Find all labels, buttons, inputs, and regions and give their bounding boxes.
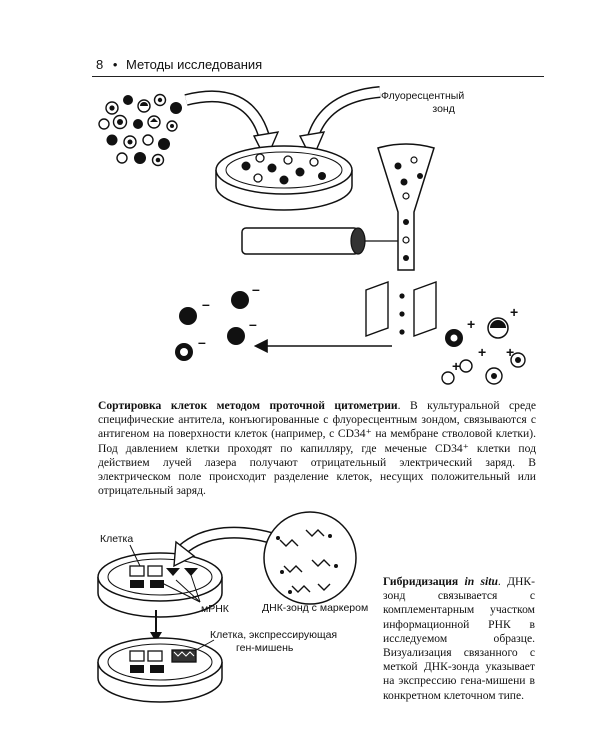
negative-cells — [175, 291, 249, 361]
flow-capillary — [377, 143, 435, 271]
laser — [241, 227, 398, 255]
expressing-cell-line1: Клетка, экспрессирующая — [210, 629, 338, 641]
plus-sign-1: + — [467, 316, 476, 332]
probe-label-line2: зонд — [432, 103, 455, 115]
in-situ-caption: Гибридизация in situ. ДНК-зонд связывает… — [383, 575, 535, 703]
dish-top — [97, 552, 223, 618]
header-rule — [92, 76, 544, 78]
dna-probe-pool — [263, 511, 357, 605]
plus-sign-2: + — [510, 304, 519, 320]
caption1-text: . В культуральной среде специфические ан… — [98, 399, 536, 498]
cell-mixture-cluster — [98, 93, 182, 167]
in-situ-italic: in situ — [464, 575, 498, 588]
flow-cytometry-caption: Сортировка клеток методом проточной цито… — [98, 399, 536, 498]
minus-sign-4: – — [198, 334, 206, 350]
cell-label: Клетка — [100, 533, 134, 545]
page-number: 8 — [96, 57, 104, 72]
probe-label: Флуоресцентный зонд — [381, 90, 464, 116]
mrna-label: мРНК — [201, 603, 229, 615]
running-header: 8 • Методы исследования — [96, 57, 262, 72]
plus-sign-5: + — [506, 344, 515, 360]
caption2-title: Гибридизация in situ — [383, 575, 498, 588]
positive-cells — [441, 317, 526, 385]
expressing-cell-label: Клетка, экспрессирующая ген-мишень — [210, 629, 337, 655]
section-title: Методы исследования — [126, 57, 263, 72]
caption2-text: . ДНК-зонд связывается с комплементарным… — [383, 575, 535, 702]
petri-dish — [215, 145, 353, 211]
minus-sign-3: – — [249, 316, 257, 332]
plus-sign-3: + — [478, 344, 487, 360]
plus-sign-4: + — [452, 358, 461, 374]
probe-label-line1: Флуоресцентный — [381, 90, 465, 102]
caption1-title: Сортировка клеток методом проточной цито… — [98, 399, 398, 412]
electric-plates — [365, 281, 437, 337]
dna-probe-label: ДНК-зонд с маркером — [262, 602, 369, 614]
minus-sign-2: – — [252, 281, 260, 297]
expressing-cell-line2: ген-мишень — [236, 642, 294, 654]
minus-sign-1: – — [202, 296, 210, 312]
header-bullet: • — [112, 57, 118, 72]
dish-bottom — [97, 637, 223, 703]
